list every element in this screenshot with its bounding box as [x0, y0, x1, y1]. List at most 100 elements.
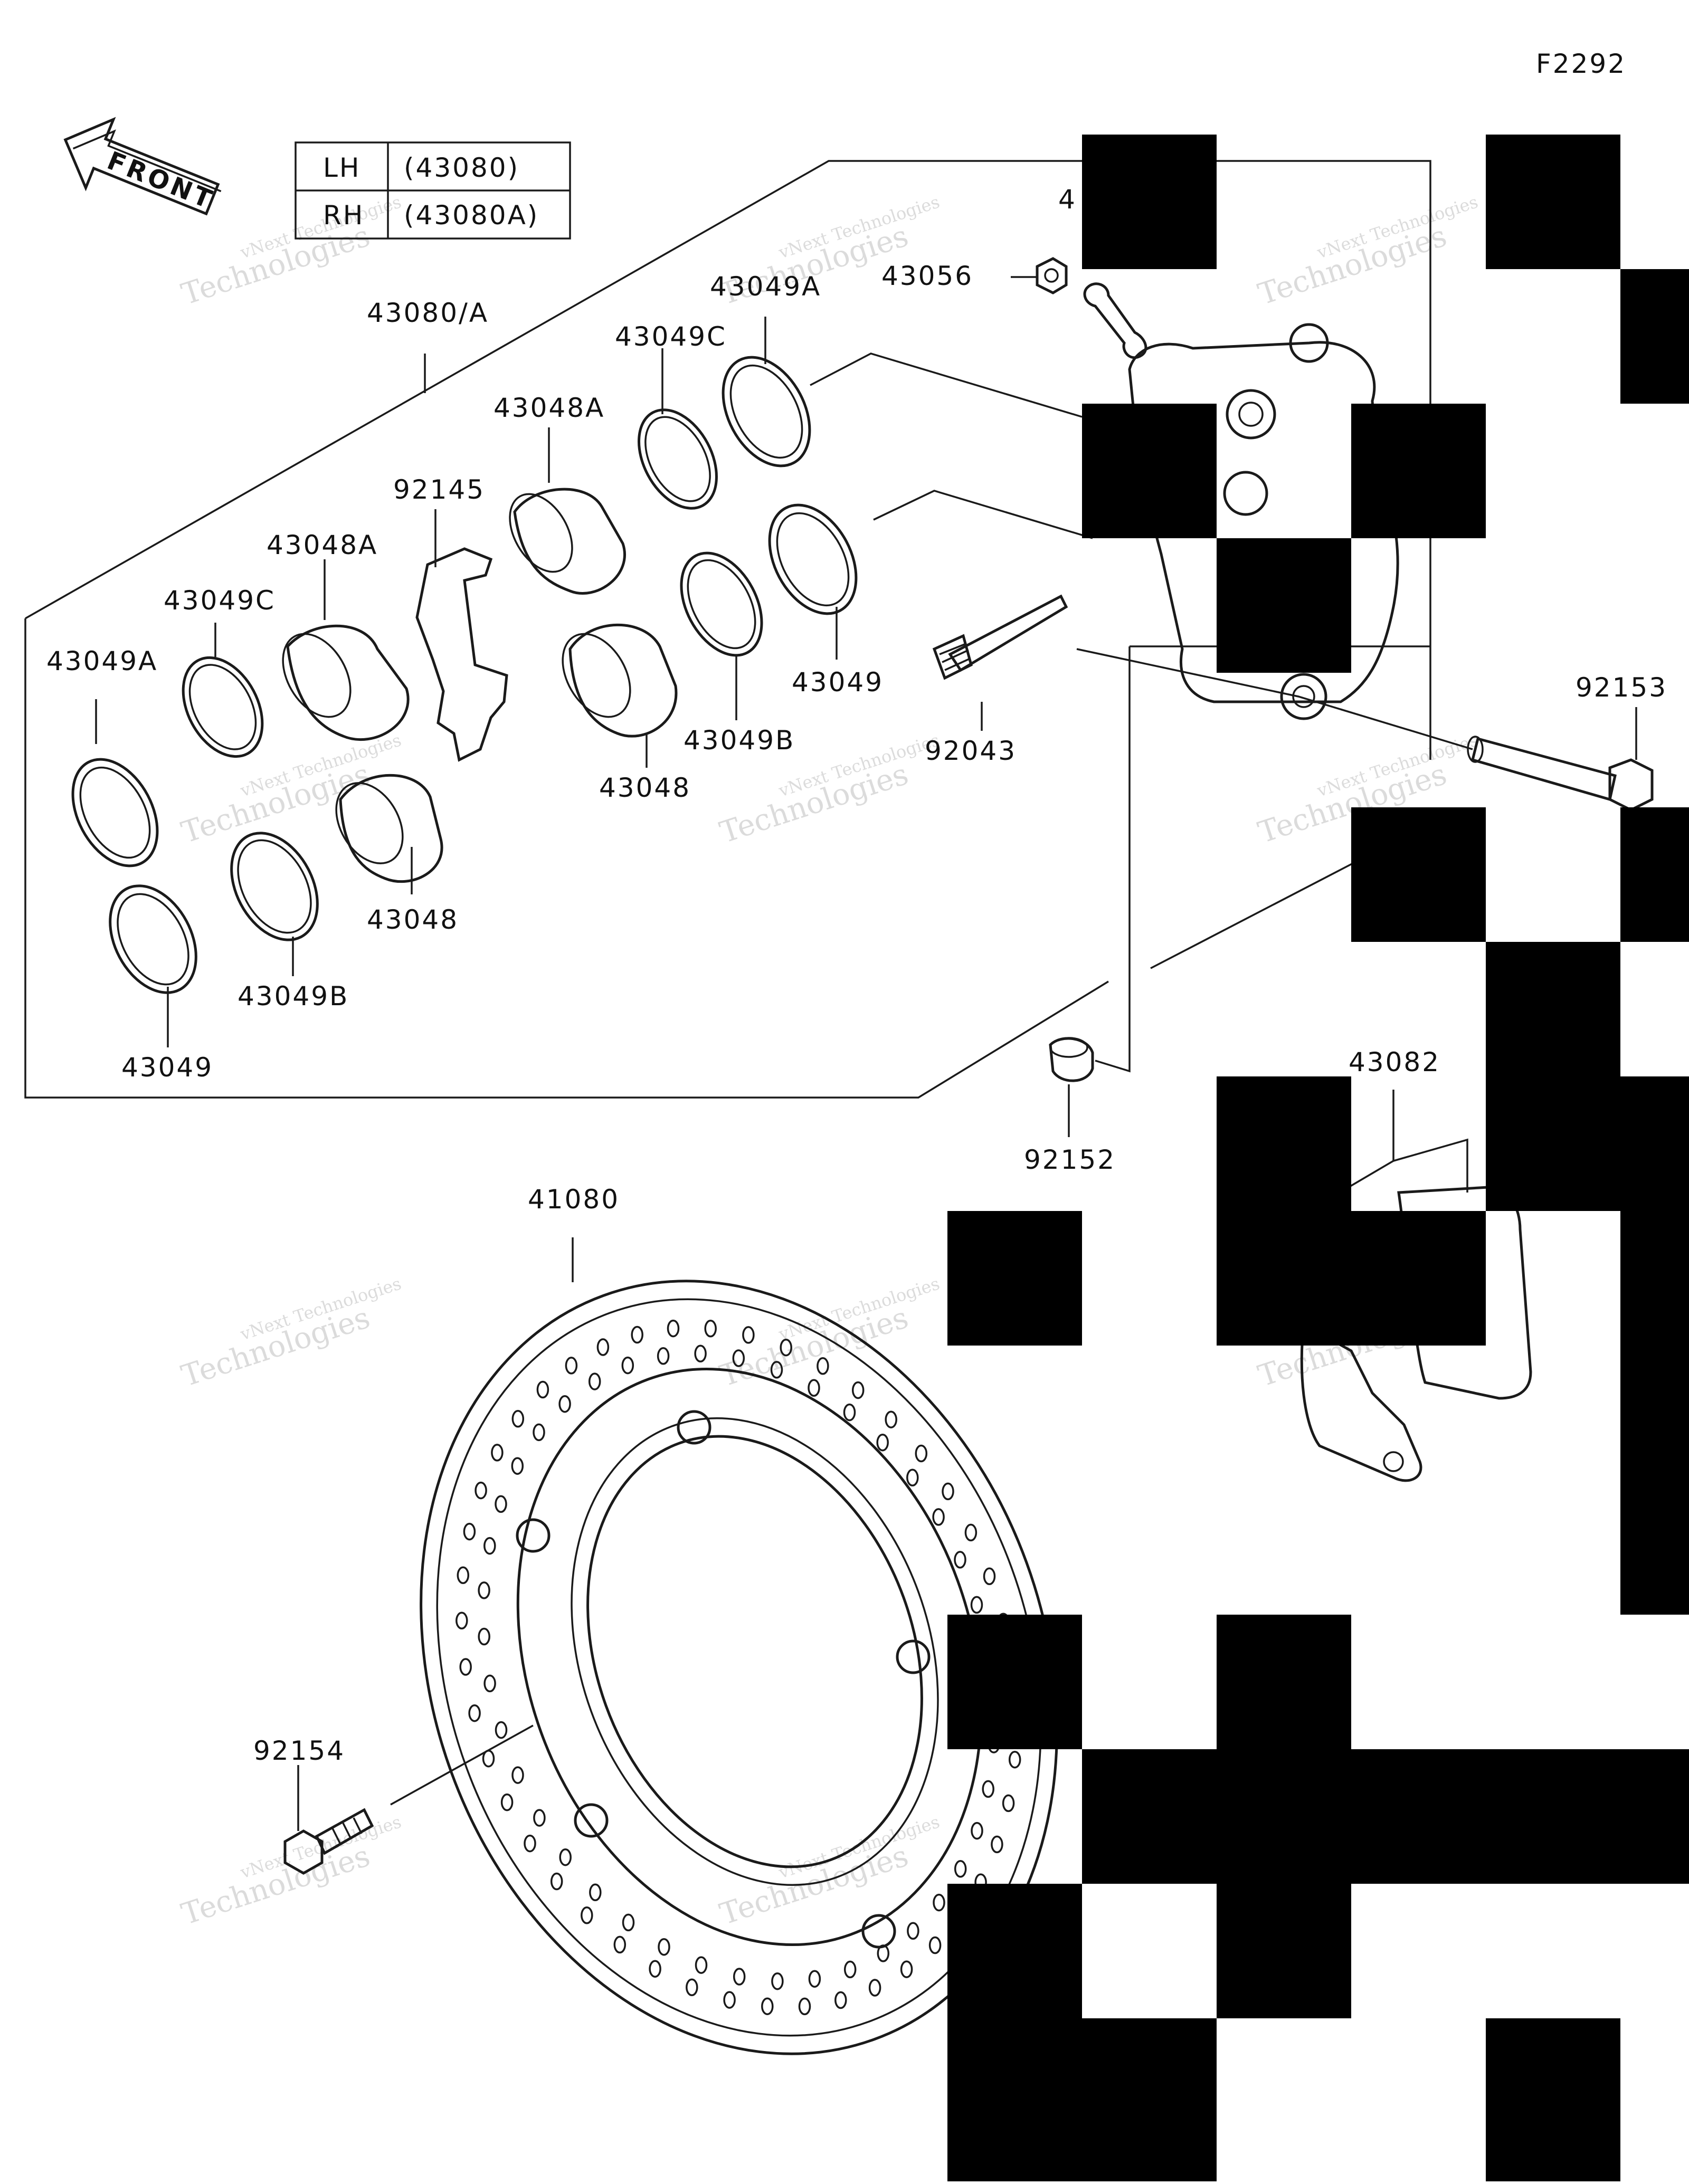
leader-lines [95, 276, 1637, 1831]
disc-hole [907, 1922, 919, 1940]
disc-hole [970, 1596, 983, 1614]
redaction-block [1351, 807, 1486, 942]
disc-hole [770, 1361, 783, 1379]
piston-43048A-left [282, 624, 410, 741]
disc-hole [621, 1356, 634, 1375]
label-43048-lower: 43048 [599, 772, 691, 803]
collar-92152 [1049, 1037, 1094, 1082]
disc-hole [550, 1872, 563, 1891]
disc-hole [511, 1766, 524, 1784]
disc-hole [589, 1883, 602, 1902]
disc-hole [495, 1721, 508, 1739]
label-43049C-left: 43049C [164, 585, 276, 616]
seal-43049A-left [71, 758, 159, 867]
disc-hole [500, 1793, 514, 1811]
disc-hole [558, 1395, 571, 1413]
seal-43049B-right [680, 551, 763, 657]
disc-hole [695, 1956, 708, 1974]
disc-hole [971, 1821, 983, 1840]
disc-hole [596, 1338, 610, 1356]
disc-hole [622, 1913, 635, 1932]
redaction-block [947, 1884, 1082, 2181]
disc-hole [885, 1410, 897, 1428]
disc-hole [704, 1320, 717, 1338]
label-92145: 92145 [393, 474, 485, 505]
label-43049-left: 43049 [121, 1052, 213, 1083]
watermark: vNext Technologies Technologies [716, 1273, 942, 1394]
disc-hole [817, 1357, 829, 1375]
variant-table: LH (43080) RH (43080A) [295, 141, 571, 240]
redaction-blocks [947, 135, 1689, 2181]
seal-43049C-left [182, 656, 264, 758]
disc-hole [808, 1379, 820, 1397]
disc-hole [524, 1834, 536, 1853]
disc-hole [723, 1991, 736, 2009]
label-43048A-left: 43048A [267, 530, 378, 560]
pad-spring-92145 [415, 547, 508, 762]
variant-part-lh: (43080) [404, 152, 519, 183]
disc-hole [468, 1704, 481, 1722]
disc-hole [932, 1508, 945, 1526]
label-43056: 43056 [881, 261, 973, 291]
seal-43049C-upper [638, 408, 718, 510]
label-92152: 92152 [1024, 1145, 1116, 1175]
disc-hole [686, 1978, 698, 1997]
disc-hole [533, 1423, 545, 1442]
disc-hole [456, 1611, 468, 1630]
disc-hole [649, 1960, 661, 1978]
disc-hole [906, 1468, 919, 1487]
disc-hole [533, 1809, 546, 1827]
front-arrow: FRONT [63, 117, 222, 216]
disc-hole [877, 1944, 890, 1962]
disc-hole [536, 1380, 549, 1399]
pin-92043 [932, 594, 1068, 680]
disc-hole [495, 1495, 507, 1513]
disc-hole [983, 1567, 996, 1586]
disc-hole [733, 1968, 746, 1986]
disc-hole [565, 1357, 578, 1375]
front-arrow-shadow-icon [72, 129, 222, 193]
redaction-block [1620, 807, 1689, 942]
disc-hole [667, 1319, 680, 1338]
brake-disc-41080 [420, 1280, 1058, 2055]
redaction-block [1620, 1076, 1689, 1211]
redaction-block [1486, 942, 1620, 1211]
label-92043: 92043 [925, 736, 1017, 766]
disc-hole [915, 1444, 928, 1463]
disc-hole [954, 1860, 967, 1878]
seal-43049-left [109, 884, 197, 994]
label-92154: 92154 [253, 1735, 345, 1766]
disc-hole [900, 1960, 913, 1978]
redaction-block [1082, 135, 1217, 269]
disc-hole [475, 1481, 487, 1500]
disc-hole [658, 1938, 670, 1956]
piston-43048A-upper [509, 488, 626, 595]
disc-hole [954, 1551, 966, 1569]
disc-hole [991, 1835, 1003, 1854]
label-partial: 4 [1058, 184, 1077, 215]
front-label: FRONT [103, 146, 219, 215]
disc-hole [613, 1935, 627, 1954]
piston-43048-left [335, 774, 443, 883]
label-43049B-right: 43049B [684, 725, 795, 756]
disc-hole [483, 1537, 496, 1555]
disc-hole [581, 1906, 593, 1924]
label-43049-right: 43049 [792, 667, 884, 698]
disc-hole [559, 1848, 572, 1866]
figure-code: F2292 [1536, 49, 1626, 79]
redaction-block [1486, 2018, 1620, 2181]
watermark: vNext Technologies Technologies [1254, 192, 1481, 312]
redaction-block [1217, 1076, 1351, 1346]
bolt-92154 [283, 1808, 374, 1875]
disc-hole [1002, 1794, 1015, 1813]
disc-hole [511, 1457, 524, 1475]
watermark: vNext Technologies Technologies [716, 1811, 942, 1932]
front-arrow-icon [63, 117, 220, 216]
label-43048-left: 43048 [367, 904, 459, 935]
redaction-block [947, 1615, 1082, 1749]
disc-hole [478, 1581, 490, 1599]
disc-hole [491, 1444, 504, 1462]
nut-43056 [1036, 257, 1068, 294]
